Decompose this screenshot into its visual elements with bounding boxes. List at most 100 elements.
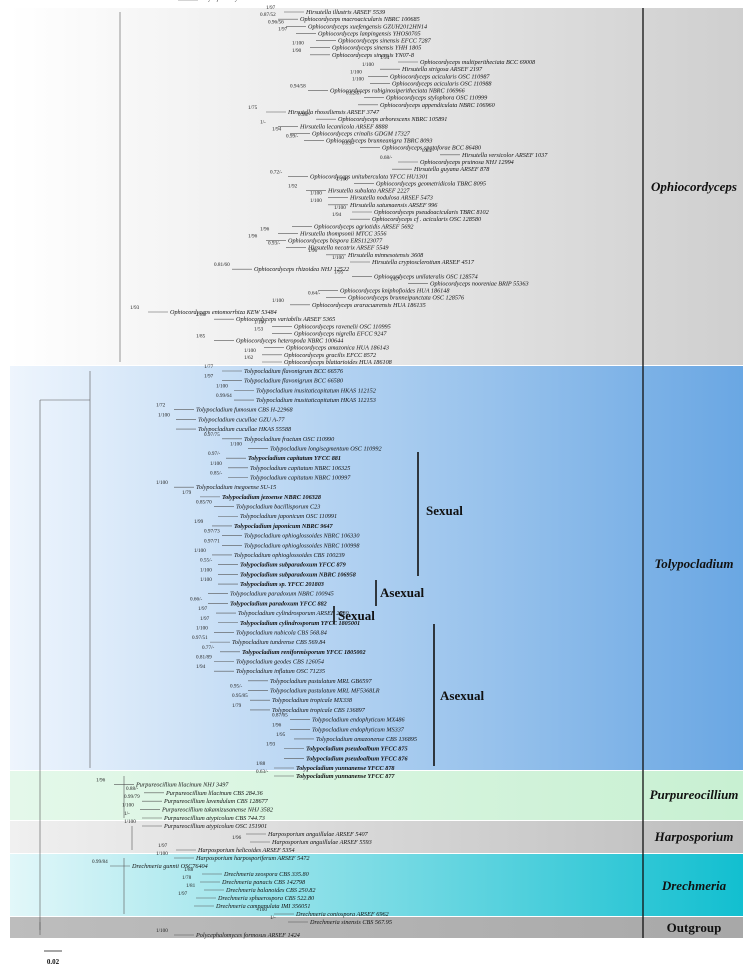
taxon-label: Tolypocladium cucullae HKAS 55588 bbox=[198, 426, 292, 433]
taxon-label: Tolypocladium ophioglossoides NBRC 10633… bbox=[244, 533, 360, 540]
support-value: 1/100 bbox=[334, 205, 346, 211]
taxon-label: Hirsutella guyana ARSEF 878 bbox=[413, 166, 490, 173]
taxon-label: Hirsutella satumaensis ARSEF 996 bbox=[349, 202, 438, 209]
support-value: 1/62 bbox=[244, 355, 254, 361]
taxon-label: Tolypocladium tundrense CBS 569.84 bbox=[232, 639, 325, 646]
taxon-label: Drechmeria panacis CBS 142798 bbox=[221, 879, 306, 886]
taxon-label: Ophiocordyceps appendiculata NBRC 106960 bbox=[380, 102, 496, 109]
support-value: 0.97/51 bbox=[192, 635, 208, 641]
support-value: 0.99/64 bbox=[216, 393, 232, 399]
taxon-label: Ophiocordyceps unituberculata YFCC HU130… bbox=[310, 173, 428, 180]
clade-label-column: Ophiocordyceps Tolypocladium Purpureocil… bbox=[642, 8, 738, 938]
taxon-label: Ophiocordyceps cf . acicularis OSC 12858… bbox=[372, 216, 482, 223]
taxon-label: Ophiocordyceps variabilis ARSEF 5365 bbox=[236, 316, 335, 323]
support-value: 0.85/- bbox=[342, 141, 355, 147]
taxon-label: Ophiocordyceps bispora ERS1123077 bbox=[288, 238, 383, 245]
support-value: 0.87/52 bbox=[260, 12, 276, 18]
taxon-label: Tolypocladium amazonense CBS 136895 bbox=[316, 736, 417, 743]
taxon-label: Polycephalomyces formosus ARSEF 1424 bbox=[195, 932, 300, 939]
support-value: 1/- bbox=[260, 119, 266, 125]
taxon-label: Ophiocordyceps nigrella EFCC 9247 bbox=[294, 330, 387, 337]
taxon-label: Ophiocordyceps stylophora OSC 110999 bbox=[386, 95, 487, 102]
support-value: 1/97 bbox=[278, 26, 288, 32]
support-value: 1/100 bbox=[200, 577, 212, 583]
support-value: 0.81/89 bbox=[196, 654, 212, 660]
taxon-label: Hirsutella thompsonii MTCC 3556 bbox=[299, 230, 387, 237]
support-value: 1/94 bbox=[380, 55, 390, 61]
clade-bands bbox=[10, 8, 743, 938]
support-value: 1/88 bbox=[256, 761, 266, 767]
taxon-label: Hirsutella versicolor ARSEF 1037 bbox=[461, 152, 548, 159]
taxon-label: Ophiocordyceps gracilis EFCC 8572 bbox=[284, 352, 376, 359]
support-values: 1/970.87/520.96/561/971/1001/901/941/100… bbox=[92, 5, 435, 934]
taxon-label: Hirsutella illustris ARSEF 5539 bbox=[305, 9, 385, 16]
support-value: 0.97/73 bbox=[204, 529, 220, 535]
support-value: 1/100 bbox=[156, 928, 168, 934]
support-value: 1/72 bbox=[156, 403, 166, 409]
support-value: 0.99/79 bbox=[124, 794, 140, 800]
scale-bar: 0.02 bbox=[44, 950, 62, 966]
support-value: 0.99/- bbox=[286, 134, 299, 140]
taxon-label: Tolypocladium japonicum NBRC 9647 bbox=[234, 523, 334, 530]
support-value: 1/100 bbox=[124, 819, 136, 825]
taxon-label: Hirsutella lecaniicola ARSEF 8888 bbox=[299, 123, 389, 130]
support-value: 0.85/70 bbox=[196, 500, 212, 506]
taxon-label: Tolypocladium paradoxum YFCC 882 bbox=[230, 600, 327, 607]
band-drechmeria bbox=[10, 854, 743, 916]
support-value: 0.64/- bbox=[308, 291, 321, 297]
support-value: 0.95/- bbox=[230, 684, 243, 690]
support-value: 0.55/- bbox=[200, 558, 213, 564]
support-value: 1/100 bbox=[352, 76, 364, 82]
taxon-label: Tolypocladium nubicola CBS 568.84 bbox=[236, 629, 327, 636]
taxon-label: Tolypocladium inusitaticapitatum HKAS 11… bbox=[256, 397, 376, 404]
taxon-label: Tolypocladium tropicale MX338 bbox=[272, 697, 353, 704]
taxon-label: Drechmeria gunnii OSC76404 bbox=[131, 863, 208, 870]
taxon-label: Drechmeria zeospora CBS 335.80 bbox=[223, 871, 310, 878]
support-value: 0.68/- bbox=[380, 155, 393, 161]
support-value: 1/88 bbox=[196, 312, 206, 318]
support-value: 1/97 bbox=[158, 843, 168, 849]
support-value: 1/75 bbox=[248, 105, 258, 111]
taxon-label: Tolypocladium bacillisporum C23 bbox=[236, 504, 320, 511]
support-value: 1/96 bbox=[260, 226, 270, 232]
taxon-label: Ophiocordyceps araracuarensis HUA 186135 bbox=[312, 302, 426, 309]
support-value: 1/88 bbox=[184, 867, 194, 873]
taxon-label: Drechmeria coniospora ARSEF 6962 bbox=[295, 911, 389, 918]
taxon-label: Ophiocordyceps agriotidis ARSEF 5692 bbox=[314, 223, 414, 230]
repro-label-sexual-1: Sexual bbox=[426, 503, 463, 518]
taxon-label: Tolypocladium fumosum CBS H-22968 bbox=[196, 407, 293, 414]
support-value: 1/96 bbox=[248, 234, 258, 240]
taxon-label: Tolypocladium capitatum YFCC 881 bbox=[248, 455, 341, 462]
support-value: 1/100 bbox=[200, 567, 212, 573]
support-value: 1/100 bbox=[272, 298, 284, 304]
taxon-label: Tolypocladium japonicum OSC 110991 bbox=[240, 513, 337, 520]
taxon-label: Tolypocladium capitatum NBRC 100997 bbox=[250, 475, 351, 482]
taxon-label: Ophiocordyceps crinalis GDGM 17327 bbox=[312, 130, 411, 137]
taxon-label: Hirsutella strigosa ARSEF 2197 bbox=[401, 66, 483, 73]
support-value: 0.84/- bbox=[422, 148, 435, 154]
support-value: 0.88/- bbox=[126, 786, 139, 792]
clade-label-tolypocladium: Tolypocladium bbox=[655, 556, 734, 571]
taxon-label: Harposporium anguillulae ARSEF 5407 bbox=[267, 831, 369, 838]
clade-label-outgroup: Outgroup bbox=[667, 920, 722, 935]
taxon-label: Tolypocladium inegoense SU-15 bbox=[196, 484, 276, 491]
support-value: 1/93 bbox=[266, 742, 276, 748]
support-value: 0.95/85 bbox=[232, 693, 248, 699]
taxon-label: Drechmeria campanulata IMI 356051 bbox=[215, 903, 310, 910]
support-value: 0.97/75 bbox=[204, 432, 220, 438]
support-value: 1/- bbox=[124, 811, 130, 817]
support-value: 0.97/71 bbox=[204, 538, 220, 544]
taxon-label: Ophiocordyceps rubiginosiperitheciata NB… bbox=[330, 88, 466, 95]
taxon-label: Tolypocladium inusitaticapitatum HKAS 11… bbox=[256, 387, 376, 394]
band-tolypocladium bbox=[10, 366, 743, 770]
taxon-label: Hirsutella nodulosa ARSEF 5473 bbox=[349, 195, 433, 202]
taxon-label: Harposporium helicoides ARSEF 5354 bbox=[197, 847, 295, 854]
taxon-label: Tolypocladium flavonigrum BCC 66576 bbox=[244, 368, 344, 375]
support-value: 0.98/- bbox=[298, 112, 311, 118]
support-value: 1/100 bbox=[122, 803, 134, 809]
support-value: 1/94 bbox=[272, 126, 282, 132]
taxon-label: Tolypocladium tropicale CBS 136897 bbox=[272, 707, 366, 714]
taxon-label: Purpureocillium atypicolum CBS 744.73 bbox=[163, 815, 265, 822]
taxon-label: Ophiocordyceps pseudoacicularis TBRC 810… bbox=[374, 209, 489, 216]
taxon-label: Ophiocordyceps heteropoda NBRC 100644 bbox=[236, 338, 343, 345]
